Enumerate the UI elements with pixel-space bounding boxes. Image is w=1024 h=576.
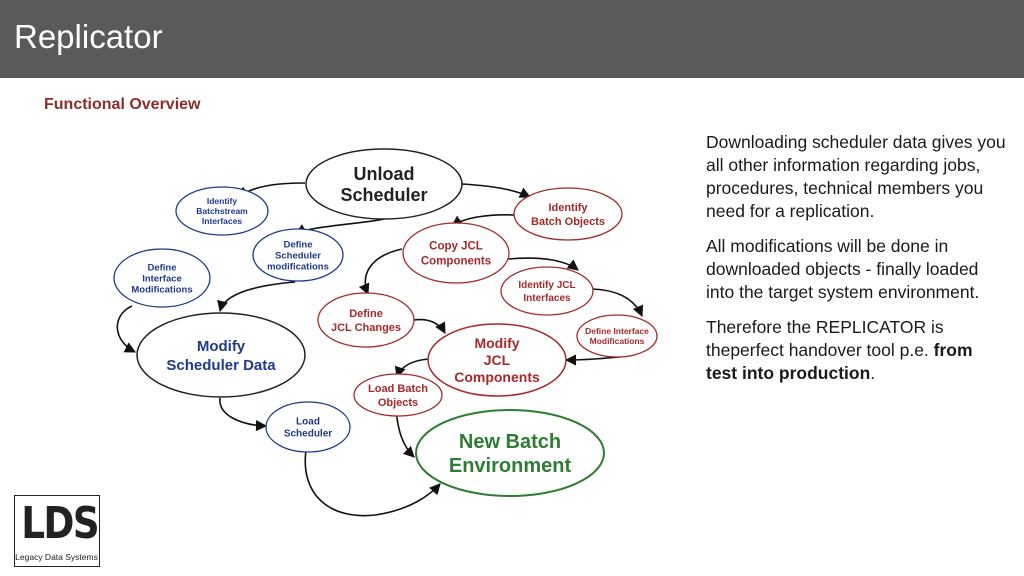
node-label-line: Modifications — [590, 336, 645, 346]
arrow-unload-to-batch-objects — [461, 183, 532, 198]
node-label-line: modifications — [267, 261, 329, 272]
arrow-load-batch-to-new-env — [395, 409, 415, 458]
node-label-line: Define Interface — [585, 326, 649, 336]
arrow-identify-jcl-to-define-interface — [591, 288, 644, 318]
node-copy-jcl: Copy JCL Components — [402, 222, 510, 284]
node-label-line: JCL Changes — [331, 322, 401, 334]
node-label-line: Batch Objects — [531, 216, 605, 228]
description-p3-suffix: . — [870, 363, 876, 383]
description-panel: Downloading scheduler data gives you all… — [706, 131, 1006, 397]
node-label-line: Scheduler — [284, 429, 332, 440]
node-label-line: Modify — [474, 335, 519, 351]
node-label-line: Identify — [548, 202, 588, 214]
node-label-line: JCL — [484, 352, 511, 368]
node-shape — [415, 409, 605, 497]
node-label-line: Modify — [197, 338, 246, 355]
node-label-line: Define — [283, 239, 312, 250]
node-label-line: Load — [296, 417, 320, 428]
node-label-line: Interfaces — [202, 216, 242, 226]
node-shape — [305, 148, 463, 220]
section-subtitle: Functional Overview — [44, 96, 201, 113]
arrow-define-jcl-to-modify-jcl — [413, 318, 446, 334]
node-label-line: Identify — [207, 196, 237, 206]
node-shape — [265, 401, 351, 453]
logo-caption: Legacy Data Systems — [15, 552, 98, 562]
lds-logo: LDS Legacy Data Systems — [14, 495, 100, 567]
node-shape — [175, 186, 269, 236]
arrow-define-scheduler-to-modify — [217, 281, 296, 313]
description-paragraph-3: Therefore the REPLICATOR is theperfect h… — [706, 316, 1006, 385]
arrow-modify-to-load-scheduler — [219, 397, 268, 432]
diagram-nodes: UnloadSchedulerIdentifyBatchstreamInterf… — [113, 148, 658, 497]
node-label-line: Components — [454, 369, 540, 385]
node-label-line: Modifications — [131, 284, 192, 295]
node-identify-jcl-interfaces: Identify JCL Interfaces — [500, 266, 594, 316]
node-label-line: Scheduler — [340, 185, 427, 205]
description-p3-bold: from test into production — [706, 340, 973, 383]
node-shape — [576, 314, 658, 358]
node-label-line: Unload — [354, 164, 415, 184]
node-shape — [252, 228, 344, 282]
arrow-define-interface-to-modify — [116, 305, 136, 353]
node-shape — [113, 248, 211, 308]
node-label-line: Load Batch — [368, 383, 428, 395]
node-label-line: Copy JCL — [429, 241, 483, 253]
node-shape — [427, 323, 567, 397]
arrow-copy-jcl-to-identify-jcl — [507, 257, 579, 271]
node-label-line: Identify JCL — [518, 280, 575, 291]
node-label-line: New Batch — [459, 431, 561, 453]
node-label-line: Objects — [378, 397, 418, 409]
arrow-load-scheduler-to-new-env — [304, 449, 441, 517]
node-label-line: Define — [349, 308, 383, 320]
node-label-line: Scheduler — [275, 250, 321, 261]
node-label-line: Interfaces — [523, 293, 571, 304]
logo-mark: LDS — [21, 498, 99, 549]
node-label-line: Components — [421, 256, 491, 268]
node-label-line: Batchstream — [196, 206, 248, 216]
node-label-line: Interface — [142, 273, 182, 284]
title-bar: Replicator — [0, 0, 1024, 78]
description-p3-prefix: Therefore the REPLICATOR is theperfect h… — [706, 317, 944, 360]
node-shape — [317, 292, 415, 348]
node-shape — [136, 312, 306, 398]
node-shape — [513, 187, 623, 241]
description-paragraph-1: Downloading scheduler data gives you all… — [706, 132, 1006, 221]
slide-title: Replicator — [14, 18, 163, 55]
node-label-line: Environment — [449, 455, 572, 477]
node-shape — [500, 266, 594, 316]
node-label-line: Scheduler Data — [166, 357, 276, 374]
arrow-copy-jcl-to-define-jcl — [358, 248, 403, 296]
node-shape — [353, 373, 443, 417]
node-label-line: Define — [147, 262, 176, 273]
description-paragraph-2: All modifications will be done in downlo… — [706, 236, 980, 302]
node-shape — [402, 222, 510, 284]
